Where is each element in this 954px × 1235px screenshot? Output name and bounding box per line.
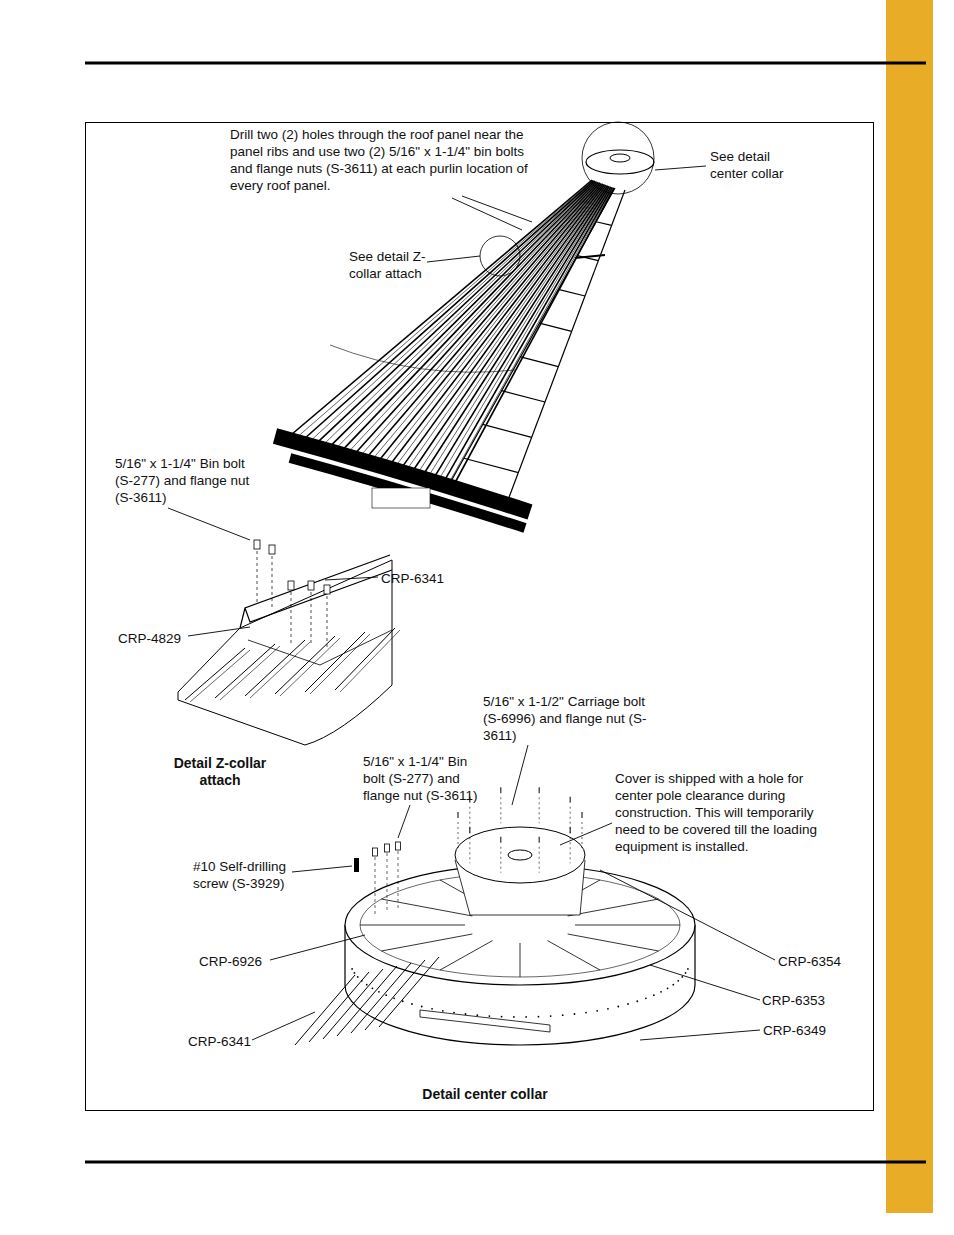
footer-rule [85,1161,926,1164]
roof-drawing [275,122,654,528]
fastener-callout: #10 Self-drilling screw (S-3929) [193,858,305,892]
part-number: CRP-6349 [763,1022,843,1039]
detail-title: Detail center collar [395,1086,575,1103]
frame [86,123,874,1111]
part-number: CRP-6354 [778,953,858,970]
detail-title: Detail Z-collar attach [160,755,280,789]
part-number: CRP-6926 [199,953,279,970]
fastener-callout: 5/16" x 1-1/2" Carriage bolt (S-6996) an… [483,693,648,744]
z-collar-drawing [178,540,400,745]
part-number: CRP-6353 [762,992,842,1009]
part-number: CRP-6341 [188,1033,268,1050]
fastener-callout: 5/16" x 1-1/4" Bin bolt (S-277) and flan… [115,455,250,506]
fastener-callout: 5/16" x 1-1/4" Bin bolt (S-277) and flan… [363,753,491,804]
note: Cover is shipped with a hole for center … [615,770,843,855]
detail-reference: See detail center collar [710,148,810,182]
header-rule [85,62,926,65]
leader-lines [168,166,775,1040]
side-tab [886,0,933,1213]
part-number: CRP-6341 [381,570,461,587]
part-number: CRP-4829 [118,630,198,647]
detail-reference: See detail Z-collar attach [349,248,449,282]
note: Drill two (2) holes through the roof pan… [230,126,530,194]
